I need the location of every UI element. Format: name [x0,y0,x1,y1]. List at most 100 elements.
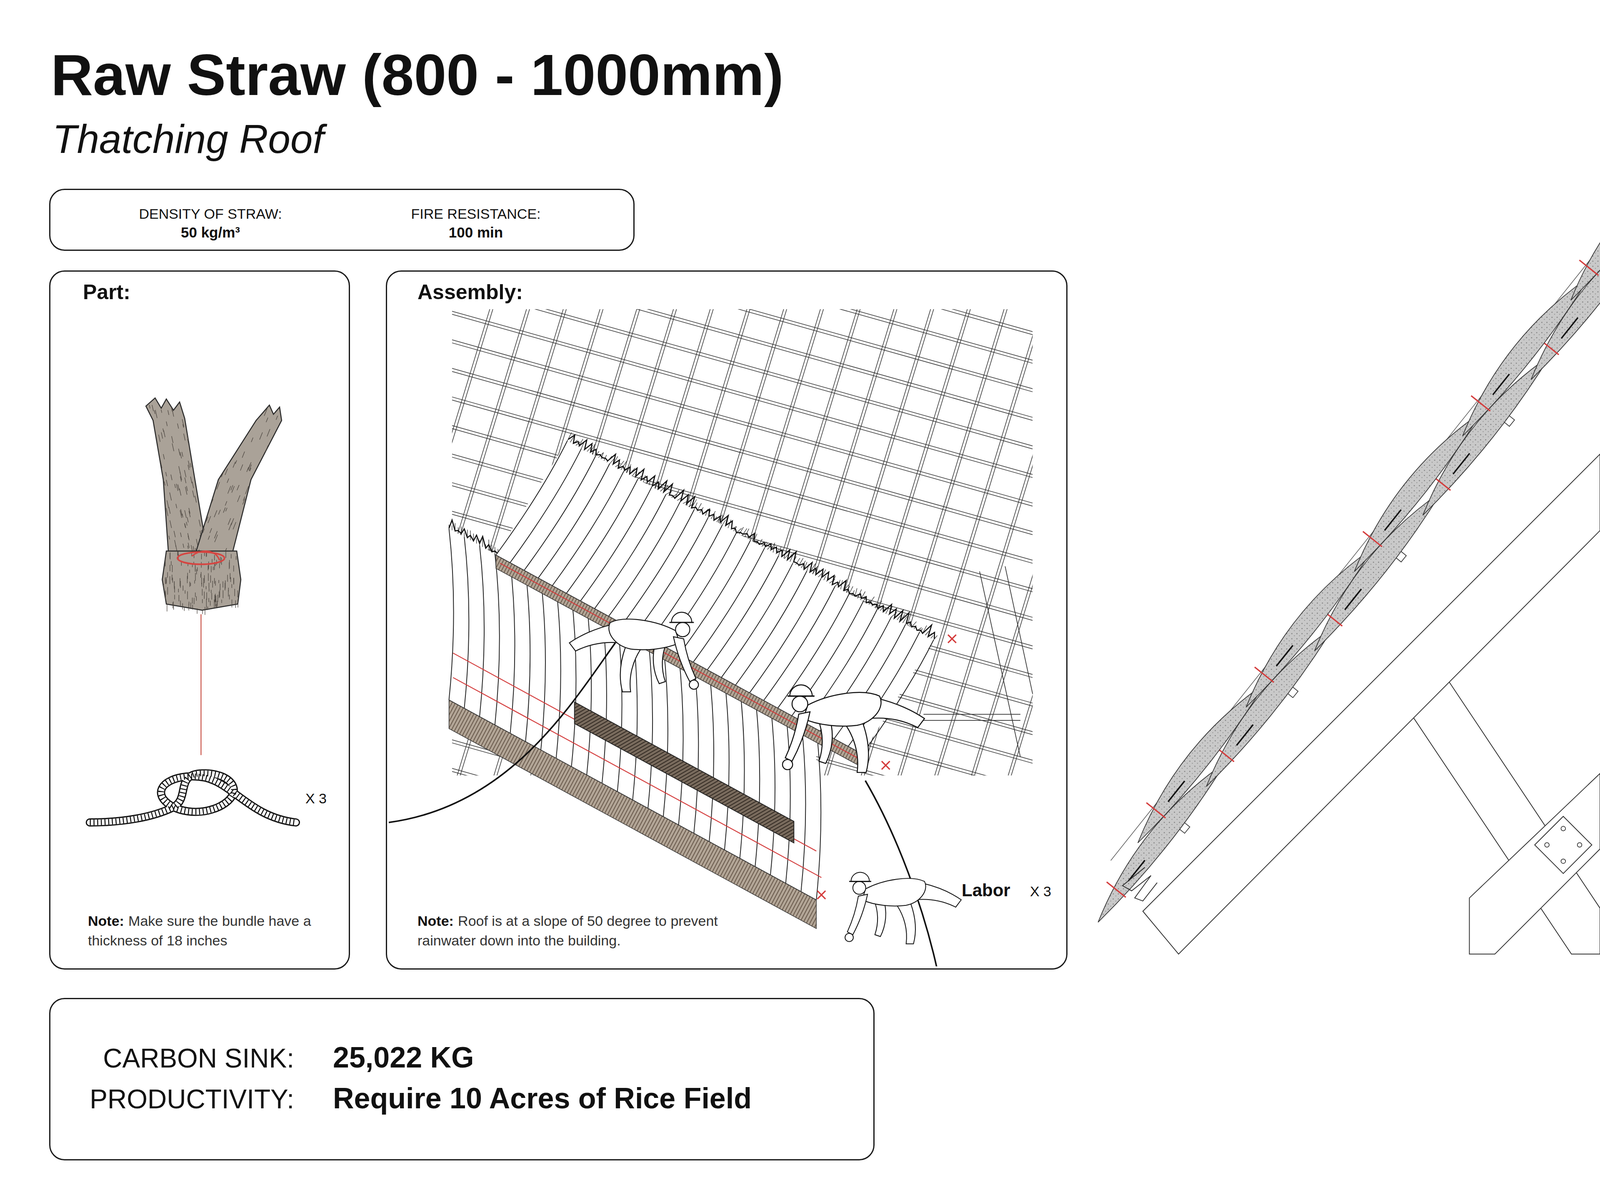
rafter-line [787,309,931,776]
helmet-brim [669,621,695,623]
straw-bundle-curve [663,645,668,817]
straw-fibre [243,496,245,501]
straw-fibre [203,577,204,582]
roof-strut [1413,681,1600,955]
straw-fibre [210,575,211,583]
straw-fibre [170,520,172,528]
straw-fibre [218,580,220,584]
straw-fibre [276,415,278,420]
straw-fibre [161,432,163,439]
straw-fibre [235,600,236,608]
worker-leg [620,647,641,693]
fixing-hook [1345,589,1362,610]
straw-fibre [172,409,174,417]
straw-bundle [145,397,282,615]
straw-bundle-curve [763,586,835,701]
straw-fibre [179,488,182,496]
straw-fibre [167,500,169,509]
summary-box: CARBON SINK:25,022 KGPRODUCTIVITY:Requir… [49,997,875,1161]
straw-fibre [167,572,168,578]
rafter-line [1045,309,1066,776]
subtitle: Thatching Roof [52,119,324,160]
straw-fibre [225,507,228,512]
straw-tip [823,576,826,581]
straw-bundle-curve [449,528,454,700]
rafter-line [971,309,1065,776]
note-paragraph: Note:Make sure the bundle have a thickne… [87,911,338,951]
straw-fibre [214,599,215,608]
thatch-spar [1110,222,1600,861]
straw-bundle-curve [800,720,806,892]
straw-fibre [202,609,203,614]
straw-fibre [218,509,221,515]
straw-fibre [233,565,234,572]
straw-fibre [174,594,175,600]
panel-text: Labor [961,881,1011,900]
straw-fibre [225,468,228,475]
straw-bundle-curve [707,555,779,670]
straw-fibre [208,582,210,588]
straw-fibre [166,507,168,516]
straw-fibre [233,577,234,585]
straw-fibre [237,495,240,503]
straw-fibre [196,596,197,601]
rope-outline [90,773,297,823]
rafter-line [1047,309,1066,776]
straw-fibre [245,486,249,495]
panel-text: 100 min [350,225,601,240]
straw-fibre [235,460,237,464]
straw-fibre [194,580,195,584]
rope-body [90,773,297,823]
straw-fibre [187,465,190,470]
straw-fibre [229,560,230,568]
safety-rope [388,642,616,823]
straw-fibre [206,516,208,522]
bundle-tie [1106,882,1126,898]
straw-bundle-curve [594,494,666,609]
helmet-brim [849,880,872,883]
batten-line [452,273,1033,306]
roof-beam [1469,773,1600,954]
straw-bundle-curve [785,712,791,884]
straw-fibre [184,470,187,478]
batten-line [452,273,1033,389]
fixing-hook [1561,317,1578,339]
straw-fibre [184,477,186,484]
straw-fibre [204,606,205,615]
straw-fibre [195,495,197,503]
straw-fibre [189,569,190,573]
straw-fibre [175,503,177,508]
straw-fibre [231,584,233,588]
straw-fibre [165,579,167,585]
worker-torso [608,619,680,650]
straw-fibre [217,595,218,603]
straw-bundle-part [162,550,241,610]
helmet-brim [787,695,815,697]
straw-fibre [149,405,150,409]
straw-fibre [170,552,171,559]
straw-fibre [219,590,220,598]
straw-tip [567,432,572,441]
straw-fibre [240,464,243,471]
straw-fibre [160,460,163,468]
straw-fibre [198,519,201,527]
plate-bolt [1560,826,1566,831]
straw-fibre [227,574,228,582]
straw-fibre [237,485,240,491]
panel-text: DENSITY OF STRAW: [85,206,336,221]
straw-fibre [181,452,183,457]
straw-bundle-curve [678,653,684,825]
straw-bundle-curve [495,440,568,555]
straw-fibre [179,578,180,587]
worker-helmet [790,685,813,697]
straw-fibre [166,421,168,427]
straw-fibre [206,598,207,607]
straw-fibre [232,522,236,530]
straw-fibre [171,574,173,580]
straw-bundle-curve [693,547,765,663]
straw-fibre [207,516,211,524]
note-paragraph: Note:Roof is at a slope of 50 degree to … [417,911,764,951]
straw-fibre [178,588,179,593]
straw-fibre [180,452,182,459]
